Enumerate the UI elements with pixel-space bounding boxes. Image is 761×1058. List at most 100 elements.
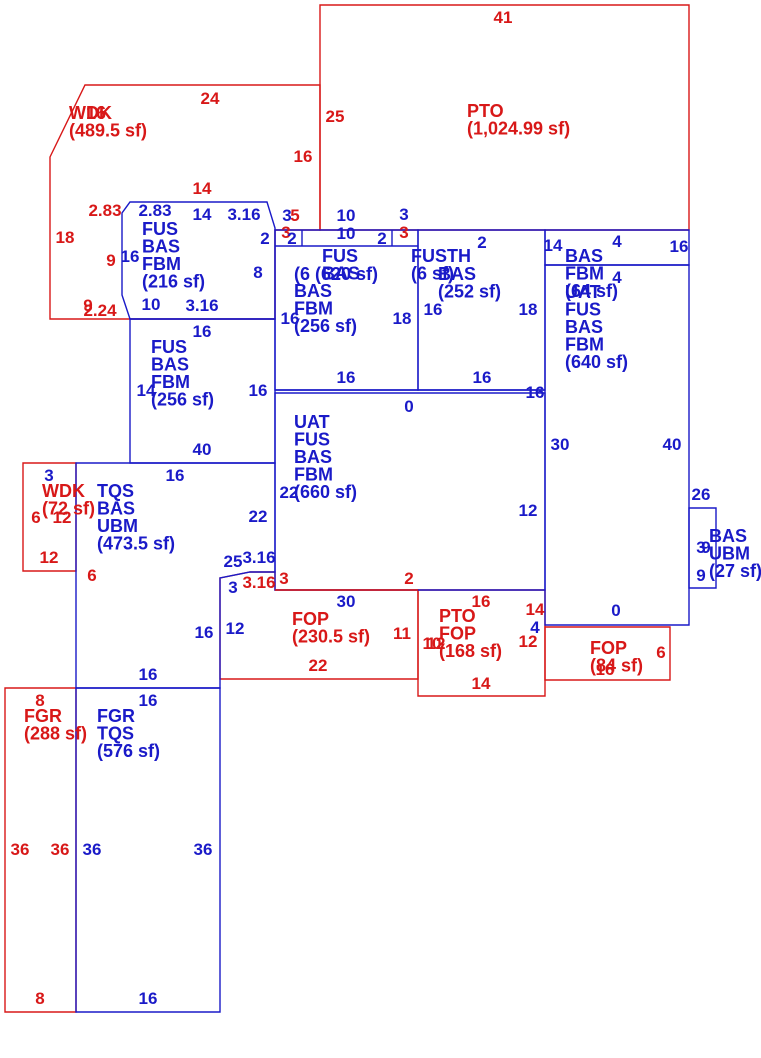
dimension-label: 3 [282,206,291,225]
dimension-label: 6 [656,643,665,662]
dimension-label: 2.24 [83,301,117,320]
dimension-label: 16 [526,383,545,402]
area-label-wdk-16: 16 [86,103,106,123]
dimension-label: 16 [121,247,140,266]
area-label-line: UBM [709,544,750,564]
area-label-line: (168 sf) [439,641,502,661]
area-label-line: BAS [709,526,747,546]
dimension-label: 3.16 [227,205,260,224]
area-label-line: BAS [142,237,180,257]
area-label-bas-252: BAS(252 sf) [438,264,501,302]
area-label-fus-6-20: (6 (620 sf) [294,264,378,284]
area-label-line: FBM [294,299,333,319]
dimension-label: 14 [526,600,545,619]
dimension-label: 6 [87,566,96,585]
dimension-label: 2 [477,233,486,252]
area-label-line: WDK [42,481,85,501]
dimension-label: 5 [290,206,299,225]
dimension-label: 12 [53,508,72,527]
dimension-label: 4 [612,232,622,251]
dimension-label: 16 [166,466,185,485]
dimension-label: 16 [596,660,615,679]
dimension-label: 0 [611,601,620,620]
area-label-line: BAS [438,264,476,284]
dimension-label: 12 [40,548,59,567]
dimension-label: 14 [137,381,156,400]
dimension-label: 10 [337,206,356,225]
area-label-line: (27 sf) [709,561,761,581]
area-label-line: (473.5 sf) [97,534,175,554]
dimension-label: 16 [472,592,491,611]
dimension-label: 16 [473,368,492,387]
dimension-label: 30 [551,435,570,454]
area-label-fgr-288: FGR(288 sf) [24,706,87,744]
fop-84-outline [544,626,671,681]
area-label-line: FBM [142,254,181,274]
dimension-label: 24 [201,89,220,108]
area-label-line: (84 sf) [590,656,643,676]
dimension-label: 22 [309,656,328,675]
area-label-line: FGR [24,706,62,726]
area-label-line: FOP [590,638,627,658]
area-label-line: (6 (620 sf) [294,264,378,284]
dimension-label: 14 [193,205,212,224]
area-label-line: FBM [565,264,604,284]
area-label-line: FUS [565,300,601,320]
dimension-label: 3.16 [185,296,218,315]
dimension-label: 2 [404,569,413,588]
dimension-label: 16 [337,368,356,387]
dimension-label: 14 [472,674,491,693]
dimension-label: 16 [249,381,268,400]
fgr-576-outline [75,687,221,1013]
dimension-label: 2 [260,229,269,248]
area-label-line: (252 sf) [438,282,501,302]
dimension-label: 40 [663,435,682,454]
area-label-line: BAS [565,317,603,337]
area-label-line: BAS [294,281,332,301]
dimension-label: 11 [393,624,411,643]
dimension-label: 16 [670,237,689,256]
dimension-label: 2.83 [88,201,121,220]
area-label-line: 16 [86,103,106,123]
bas-ubm-27-outline [688,507,717,589]
dimension-label: 22 [249,507,268,526]
area-label-line: (576 sf) [97,741,160,761]
dimension-label: 3 [696,538,705,557]
area-label-line: BAS [294,447,332,467]
dimension-label: 2 [377,229,386,248]
area-label-line: FUS [294,430,330,450]
dimension-label: 3 [228,578,237,597]
dimension-label: 10 [337,224,356,243]
dimension-label: 3 [44,466,53,485]
dimension-label: 3 [279,569,288,588]
area-label-line: FOP [292,609,329,629]
dimension-label: 16 [139,691,158,710]
dimension-label: 30 [337,592,356,611]
dimension-label: 0 [404,397,413,416]
area-label-line: PTO [439,606,476,626]
dimension-label: 9 [106,251,115,270]
dimension-label: 18 [56,228,75,247]
dimension-label: 9 [696,566,705,585]
outline-layer [4,4,717,1013]
area-label-line: FUS [151,337,187,357]
area-label-line: (1,024.99 sf) [467,119,570,139]
area-label-line: FBM [151,372,190,392]
area-label-line: PTO [467,101,504,121]
dimension-label: 16 [424,300,443,319]
dimension-label: 12 [519,632,538,651]
area-label-line: (6 sf) [411,264,454,284]
dimension-label: 4 [530,618,540,637]
area-label-line: WDK [69,103,112,123]
dimension-label: 2.83 [138,201,171,220]
dimension-label: 16 [294,147,313,166]
dimension-label: 3.16 [242,548,275,567]
dimension-label: 2 [287,229,296,248]
